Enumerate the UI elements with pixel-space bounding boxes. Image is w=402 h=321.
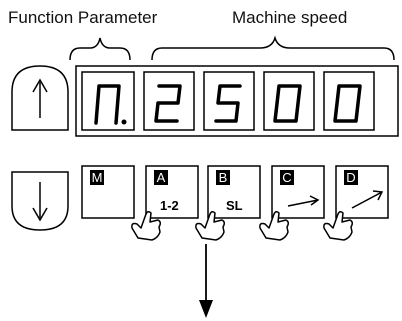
arrow-right-icon <box>287 195 320 207</box>
key-b-letter: B <box>216 170 230 185</box>
up-button[interactable] <box>11 65 69 131</box>
hand-press-icon <box>259 210 290 241</box>
speed-digit-glyph <box>154 84 182 123</box>
arrow-down-icon <box>32 182 48 222</box>
key-b <box>207 165 261 219</box>
arrow-up-right-icon <box>351 190 384 209</box>
speed-digit-glyph <box>333 84 362 123</box>
arrow-up-icon <box>32 78 48 118</box>
speed-brace <box>151 35 395 61</box>
key-d-letter: D <box>344 170 358 185</box>
machine-speed-label: Machine speed <box>232 8 348 27</box>
key-b-text: SL <box>226 198 243 213</box>
hand-press-icon <box>131 210 162 241</box>
hand-press-icon <box>195 210 226 241</box>
key-a-text: 1-2 <box>160 198 179 213</box>
key-m-letter: M <box>90 170 104 185</box>
key-c-letter: C <box>280 170 294 185</box>
arrow-down-icon <box>199 244 213 318</box>
function-parameter-label: Function Parameter <box>8 8 158 27</box>
speed-digit-glyph <box>214 84 242 123</box>
hand-press-icon <box>323 210 354 241</box>
speed-digit-glyph <box>273 84 302 123</box>
down-button[interactable] <box>11 171 69 231</box>
key-a-letter: A <box>154 170 168 185</box>
function-digit-glyph <box>94 84 127 125</box>
function-brace <box>69 37 131 61</box>
